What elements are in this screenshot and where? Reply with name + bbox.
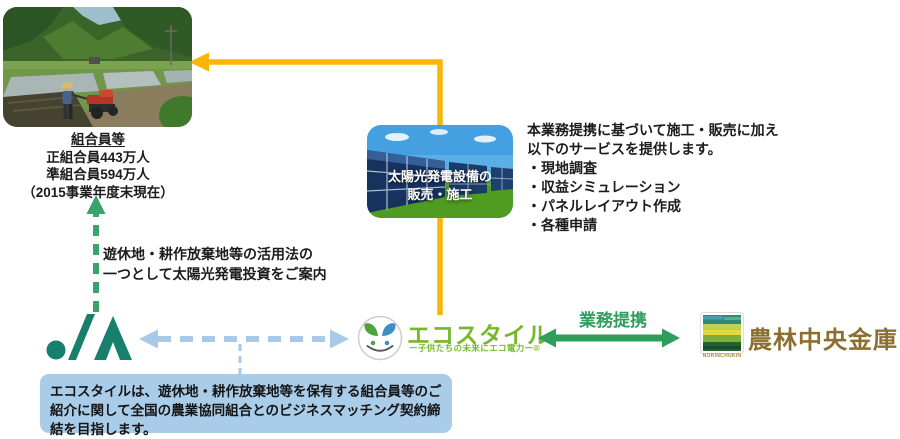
guidance-line1: 遊休地・耕作放棄地等の活用法の bbox=[103, 246, 313, 262]
bottom-note-box: エコスタイルは、遊休地・耕作放棄地等を保有する組合員等のご紹介に関して全国の農業… bbox=[40, 374, 452, 437]
members-title: 組合員等 bbox=[71, 132, 125, 147]
services-intro1: 本業務提携に基づいて施工・販売に加え bbox=[527, 122, 779, 138]
ecostyle-tagline: ー子供たちの未来にエコ電力ー® bbox=[409, 343, 541, 353]
bottom-note-text: エコスタイルは、遊休地・耕作放棄地等を保有する組合員等のご紹介に関して全国の農業… bbox=[50, 384, 442, 438]
partnership-arrow bbox=[538, 328, 680, 348]
ecostyle-logo-icon bbox=[357, 315, 403, 361]
solar-box-label-line1: 太陽光発電設備の bbox=[387, 169, 492, 184]
partnership-label: 業務提携 bbox=[579, 311, 647, 330]
norinchukin-logo-caption: NORINCHUKIN bbox=[702, 353, 742, 359]
services-item: ・パネルレイアウト作成 bbox=[527, 198, 681, 214]
members-line1: 正組合員443万人 bbox=[46, 149, 150, 165]
matching-arrow bbox=[139, 329, 349, 349]
services-text: 本業務提携に基づいて施工・販売に加え 以下のサービスを提供します。 ・現地調査 … bbox=[527, 121, 897, 235]
guidance-arrow bbox=[86, 195, 106, 312]
members-line2: 準組合員594万人 bbox=[46, 167, 150, 182]
solar-panel-box bbox=[367, 125, 513, 218]
farm-photo-image bbox=[3, 7, 192, 127]
solar-box-label: 太陽光発電設備の 販売・施工 bbox=[367, 168, 513, 204]
note-connector-line bbox=[238, 344, 242, 376]
norinchukin-name: 農林中央金庫 bbox=[748, 328, 898, 354]
solar-box-label-line2: 販売・施工 bbox=[407, 187, 473, 202]
norinchukin-logo-icon bbox=[700, 312, 744, 354]
services-item: ・収益シミュレーション bbox=[527, 179, 681, 195]
ecostyle-name: エコスタイル bbox=[407, 322, 551, 348]
members-caption: 組合員等 正組合員443万人 準組合員594万人 （2015事業年度末現在） bbox=[5, 131, 191, 201]
guidance-line2: 一つとして太陽光発電投資をご案内 bbox=[103, 266, 327, 282]
solar-panel-image bbox=[367, 125, 513, 218]
services-intro2: 以下のサービスを提供します。 bbox=[527, 141, 722, 157]
referral-arrow bbox=[189, 52, 443, 315]
ja-logo bbox=[46, 314, 132, 360]
members-line3: （2015事業年度末現在） bbox=[22, 184, 174, 200]
farm-photo bbox=[3, 7, 192, 127]
guidance-text: 遊休地・耕作放棄地等の活用法の 一つとして太陽光発電投資をご案内 bbox=[103, 244, 393, 284]
services-item: ・現地調査 bbox=[527, 160, 597, 176]
services-item: ・各種申請 bbox=[527, 217, 597, 233]
